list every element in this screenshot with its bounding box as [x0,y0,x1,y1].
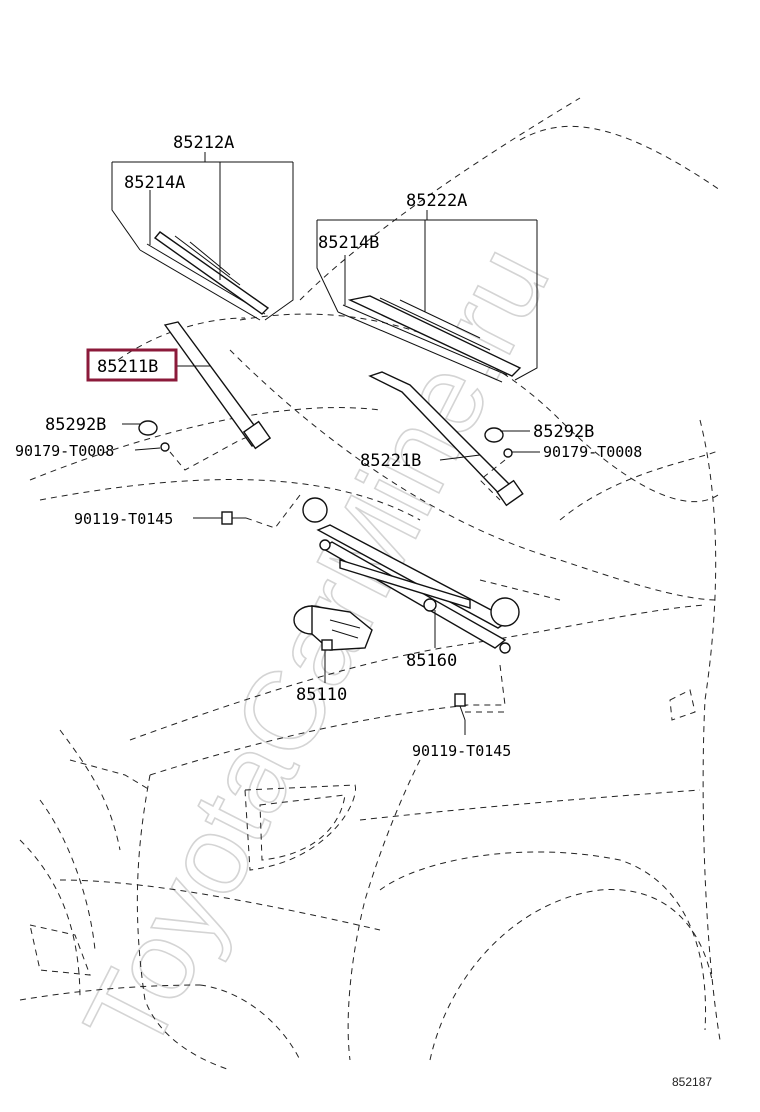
label-90119-T0145-left[interactable]: 90119-T0145 [74,510,173,528]
label-85292B-left[interactable]: 85292B [45,415,106,435]
label-85214A[interactable]: 85214A [124,173,185,193]
right-wiper-arm [368,371,524,507]
diagram-code: 852187 [672,1075,712,1089]
label-85211B[interactable]: 85211B [97,357,158,377]
left-wiper-arm [163,321,272,450]
highlight-box [86,348,178,382]
wiper-motor [293,605,373,651]
left-nut [160,442,170,452]
label-85292B-right[interactable]: 85292B [533,422,594,442]
right-wiper-blade [337,295,522,383]
vehicle-outline [19,97,721,1071]
bottom-bolt [454,693,466,721]
leader-lines [111,152,540,735]
left-bolt [221,511,246,525]
label-90179-T0008-left[interactable]: 90179-T0008 [15,442,114,460]
label-85212A[interactable]: 85212A [173,133,234,153]
label-85110[interactable]: 85110 [296,685,347,705]
label-85221B[interactable]: 85221B [360,451,421,471]
label-90119-T0145-bottom[interactable]: 90119-T0145 [412,742,511,760]
label-85222A[interactable]: 85222A [406,191,467,211]
left-wiper-blade [139,231,270,321]
right-cap [484,427,504,443]
right-nut [503,448,513,458]
left-cap [138,420,158,436]
label-85214B[interactable]: 85214B [318,233,379,253]
label-85160[interactable]: 85160 [406,651,457,671]
label-90179-T0008-right[interactable]: 90179-T0008 [543,443,642,461]
wiper-link-assembly [302,497,520,654]
watermark: ToyotaCarMine.ru [60,227,573,1071]
